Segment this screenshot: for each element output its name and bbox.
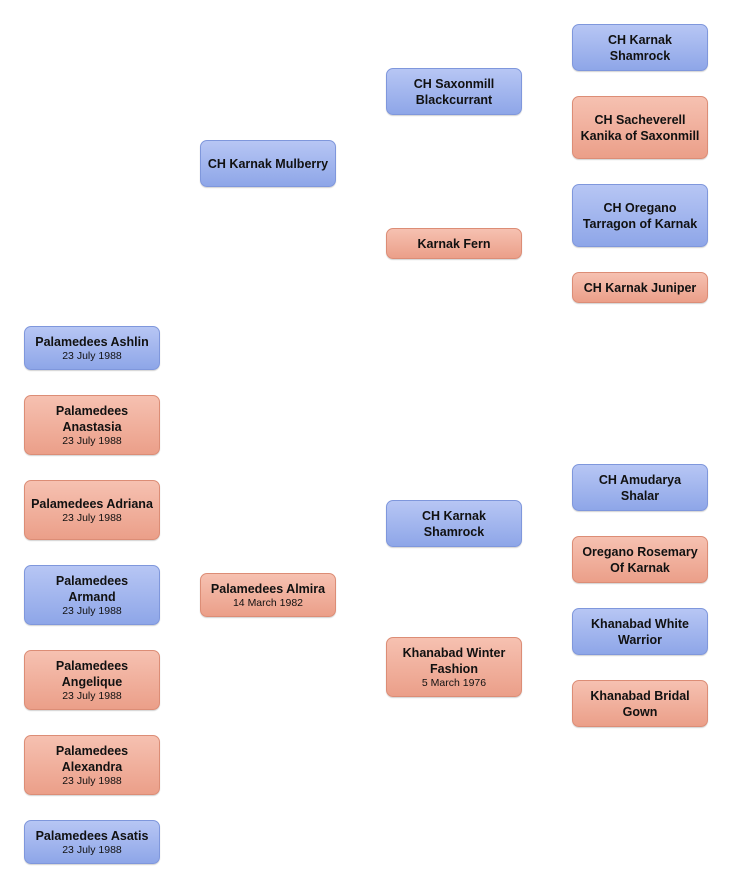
- node-date: 14 March 1982: [232, 596, 304, 609]
- node-date: 23 July 1988: [62, 511, 122, 524]
- node-ch-oregano-tarragon[interactable]: CH Oregano Tarragon of Karnak: [572, 184, 708, 247]
- node-palamedees-anastasia[interactable]: Palamedees Anastasia 23 July 1988: [24, 395, 160, 455]
- node-ch-amudarya-shalar[interactable]: CH Amudarya Shalar: [572, 464, 708, 511]
- node-name: Khanabad White Warrior: [591, 616, 689, 647]
- node-palamedees-ashlin[interactable]: Palamedees Ashlin 23 July 1988: [24, 326, 160, 370]
- node-name: Khanabad Winter Fashion: [402, 645, 506, 676]
- node-date: 23 July 1988: [62, 843, 122, 856]
- node-date: 23 July 1988: [62, 774, 122, 787]
- node-date: 23 July 1988: [62, 604, 122, 617]
- node-name: Palamedees Anastasia: [55, 403, 129, 434]
- node-ch-sacheverell-kanika[interactable]: CH Sacheverell Kanika of Saxonmill: [572, 96, 708, 159]
- node-name: CH Karnak Mulberry: [207, 156, 329, 171]
- node-name: Khanabad Bridal Gown: [590, 688, 690, 719]
- node-name: Oregano Rosemary Of Karnak: [582, 544, 698, 575]
- node-name: Palamedees Armand: [55, 573, 129, 604]
- node-khanabad-white-warrior[interactable]: Khanabad White Warrior: [572, 608, 708, 655]
- node-ch-karnak-juniper[interactable]: CH Karnak Juniper: [572, 272, 708, 303]
- node-khanabad-bridal-gown[interactable]: Khanabad Bridal Gown: [572, 680, 708, 727]
- node-name: Palamedees Almira: [210, 581, 326, 596]
- node-name: Karnak Fern: [417, 236, 491, 251]
- node-date: 5 March 1976: [421, 676, 487, 689]
- node-palamedees-armand[interactable]: Palamedees Armand 23 July 1988: [24, 565, 160, 625]
- node-ch-karnak-shamrock-top[interactable]: CH Karnak Shamrock: [572, 24, 708, 71]
- node-palamedees-angelique[interactable]: Palamedees Angelique 23 July 1988: [24, 650, 160, 710]
- node-name: CH Karnak Shamrock: [422, 508, 486, 539]
- node-name: Palamedees Ashlin: [35, 334, 149, 349]
- node-ch-karnak-shamrock-bottom[interactable]: CH Karnak Shamrock: [386, 500, 522, 547]
- node-karnak-fern[interactable]: Karnak Fern: [386, 228, 522, 259]
- node-date: 23 July 1988: [62, 349, 122, 362]
- node-palamedees-alexandra[interactable]: Palamedees Alexandra 23 July 1988: [24, 735, 160, 795]
- node-khanabad-winter-fashion[interactable]: Khanabad Winter Fashion 5 March 1976: [386, 637, 522, 697]
- node-name: Palamedees Alexandra: [55, 743, 129, 774]
- node-name: CH Karnak Shamrock: [608, 32, 672, 63]
- node-ch-saxonmill-blackcurrant[interactable]: CH Saxonmill Blackcurrant: [386, 68, 522, 115]
- node-name: Palamedees Adriana: [31, 496, 153, 511]
- node-palamedees-asatis[interactable]: Palamedees Asatis 23 July 1988: [24, 820, 160, 864]
- node-name: CH Sacheverell Kanika of Saxonmill: [580, 112, 700, 143]
- node-name: CH Oregano Tarragon of Karnak: [582, 200, 698, 231]
- node-date: 23 July 1988: [62, 434, 122, 447]
- node-name: CH Amudarya Shalar: [598, 472, 682, 503]
- node-ch-karnak-mulberry[interactable]: CH Karnak Mulberry: [200, 140, 336, 187]
- node-name: Palamedees Angelique: [55, 658, 129, 689]
- node-palamedees-adriana[interactable]: Palamedees Adriana 23 July 1988: [24, 480, 160, 540]
- node-oregano-rosemary[interactable]: Oregano Rosemary Of Karnak: [572, 536, 708, 583]
- node-name: Palamedees Asatis: [35, 828, 149, 843]
- node-date: 23 July 1988: [62, 689, 122, 702]
- node-palamedees-almira[interactable]: Palamedees Almira 14 March 1982: [200, 573, 336, 617]
- node-name: CH Saxonmill Blackcurrant: [413, 76, 495, 107]
- node-name: CH Karnak Juniper: [583, 280, 697, 295]
